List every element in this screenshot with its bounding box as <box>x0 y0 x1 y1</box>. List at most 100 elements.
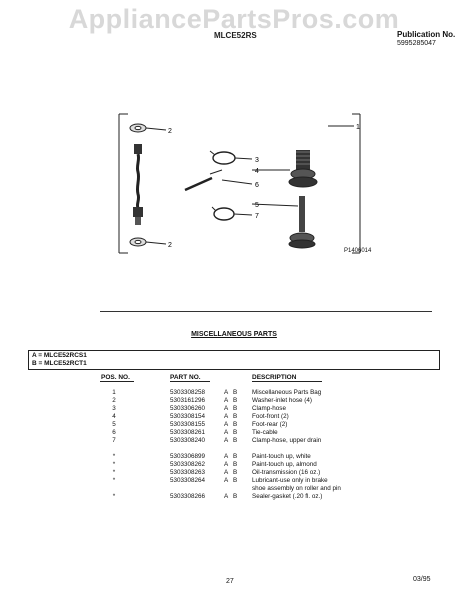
table-row: shoe assembly on roller and pin <box>0 485 468 493</box>
table-row: * 5303308263 A B Oil-transmission (16 oz… <box>0 469 468 477</box>
model-b-cell: B <box>233 437 238 444</box>
inlet-hose-washer-bottom <box>129 237 167 247</box>
callout-5: 5 <box>255 202 259 209</box>
model-b-cell: B <box>233 469 238 476</box>
part-number-cell: 5303306260 <box>170 405 206 412</box>
description-cell: shoe assembly on roller and pin <box>252 485 341 492</box>
part-number-cell: 5303308261 <box>170 429 206 436</box>
column-header-description: DESCRIPTION <box>252 374 297 381</box>
model-a-cell: A <box>224 461 229 468</box>
description-cell: Lubricant-use only in brake <box>252 477 328 484</box>
model-code: MLCE52RS <box>214 31 257 40</box>
pos-cell: 7 <box>112 437 116 444</box>
callout-4: 4 <box>255 168 259 175</box>
column-rule-part <box>170 381 210 382</box>
column-header-part: PART NO. <box>170 374 201 381</box>
model-a-cell: A <box>224 453 229 460</box>
part-number-cell: 5303306899 <box>170 453 206 460</box>
model-b-cell: B <box>233 421 238 428</box>
table-row: 4 5303308154 A B Foot-front (2) <box>0 413 468 421</box>
description-cell: Foot-front (2) <box>252 413 289 420</box>
part-number-cell: 5303308266 <box>170 493 206 500</box>
legend-item-a: A = MLCE52RCS1 <box>32 352 87 359</box>
model-a-cell: A <box>224 389 229 396</box>
column-header-pos: POS. NO. <box>101 374 130 381</box>
pos-cell: 4 <box>112 413 116 420</box>
table-row: * 5303308264 A B Lubricant-use only in b… <box>0 477 468 485</box>
part-number-cell: 5303308155 <box>170 421 206 428</box>
description-cell: Tie-cable <box>252 429 278 436</box>
model-b-cell: B <box>233 405 238 412</box>
part-number-cell: 5303308263 <box>170 469 206 476</box>
column-rule-description <box>252 381 322 382</box>
callout-2-top: 2 <box>168 128 172 135</box>
inlet-hose <box>133 144 143 225</box>
table-row: 7 5303308240 A B Clamp-hose, upper drain <box>0 437 468 445</box>
model-a-cell: A <box>224 413 229 420</box>
model-a-cell: A <box>224 405 229 412</box>
model-a-cell: A <box>224 421 229 428</box>
callout-6: 6 <box>255 182 259 189</box>
model-a-cell: A <box>224 477 229 484</box>
model-b-cell: B <box>233 429 238 436</box>
model-a-cell: A <box>224 429 229 436</box>
model-b-cell: B <box>233 453 238 460</box>
description-cell: Paint-touch up, almond <box>252 461 317 468</box>
part-number-cell: 5303308262 <box>170 461 206 468</box>
model-b-cell: B <box>233 461 238 468</box>
table-row: 2 5303161296 A B Washer-inlet hose (4) <box>0 397 468 405</box>
publication-label: Publication No. <box>397 30 456 39</box>
pos-cell: 1 <box>112 389 116 396</box>
model-a-cell: A <box>224 469 229 476</box>
part-number-cell: 5303161296 <box>170 397 206 404</box>
callout-1: 1 <box>356 124 360 131</box>
callout-2-bottom: 2 <box>168 242 172 249</box>
revision-date: 03/95 <box>413 576 431 583</box>
part-number-cell: 5303308264 <box>170 477 206 484</box>
model-b-cell: B <box>233 477 238 484</box>
drain-hose-clamp <box>211 206 253 221</box>
description-cell: Clamp-hose, upper drain <box>252 437 322 444</box>
hose-clamp <box>209 150 253 165</box>
model-a-cell: A <box>224 493 229 500</box>
table-row: 6 5303308261 A B Tie-cable <box>0 429 468 437</box>
column-rule-pos <box>100 381 134 382</box>
table-row: 5 5303308155 A B Foot-rear (2) <box>0 421 468 429</box>
table-row: 3 5303306260 A B Clamp-hose <box>0 405 468 413</box>
divider <box>100 311 432 312</box>
pos-cell: 3 <box>112 405 116 412</box>
legend-item-b: B = MLCE52RCT1 <box>32 360 87 367</box>
tie-cable <box>184 169 253 192</box>
pos-cell: * <box>112 477 116 484</box>
pos-cell: * <box>112 469 116 476</box>
pos-cell: 6 <box>112 429 116 436</box>
table-row: * 5303308266 A B Sealer-gasket (.20 fl. … <box>0 493 468 501</box>
table-row: * 5303308262 A B Paint-touch up, almond <box>0 461 468 469</box>
watermark-text: AppliancePartsPros.com <box>68 4 400 34</box>
model-b-cell: B <box>233 389 238 396</box>
pos-cell: * <box>112 461 116 468</box>
model-a-cell: A <box>224 437 229 444</box>
description-cell: Clamp-hose <box>252 405 286 412</box>
foot-rear <box>251 196 316 249</box>
part-number-cell: 5303308240 <box>170 437 206 444</box>
pos-cell: * <box>112 453 116 460</box>
foot-front <box>252 150 318 188</box>
part-number-cell: 5303308154 <box>170 413 206 420</box>
table-row: 1 5303308258 A B Miscellaneous Parts Bag <box>0 389 468 397</box>
model-b-cell: B <box>233 413 238 420</box>
parts-diagram: 1 2 3 4 6 5 7 2 <box>118 113 361 254</box>
part-number-cell: 5303308258 <box>170 389 206 396</box>
section-title: MISCELLANEOUS PARTS <box>191 331 277 338</box>
pos-cell: 5 <box>112 421 116 428</box>
pos-cell: 2 <box>112 397 116 404</box>
model-legend: A = MLCE52RCS1 B = MLCE52RCT1 <box>28 350 440 370</box>
description-cell: Paint-touch up, white <box>252 453 311 460</box>
callout-3: 3 <box>255 157 259 164</box>
callout-7: 7 <box>255 213 259 220</box>
description-cell: Miscellaneous Parts Bag <box>252 389 322 396</box>
pos-cell: * <box>112 493 116 500</box>
description-cell: Foot-rear (2) <box>252 421 288 428</box>
description-cell: Oil-transmission (16 oz.) <box>252 469 321 476</box>
page-number: 27 <box>226 578 234 585</box>
